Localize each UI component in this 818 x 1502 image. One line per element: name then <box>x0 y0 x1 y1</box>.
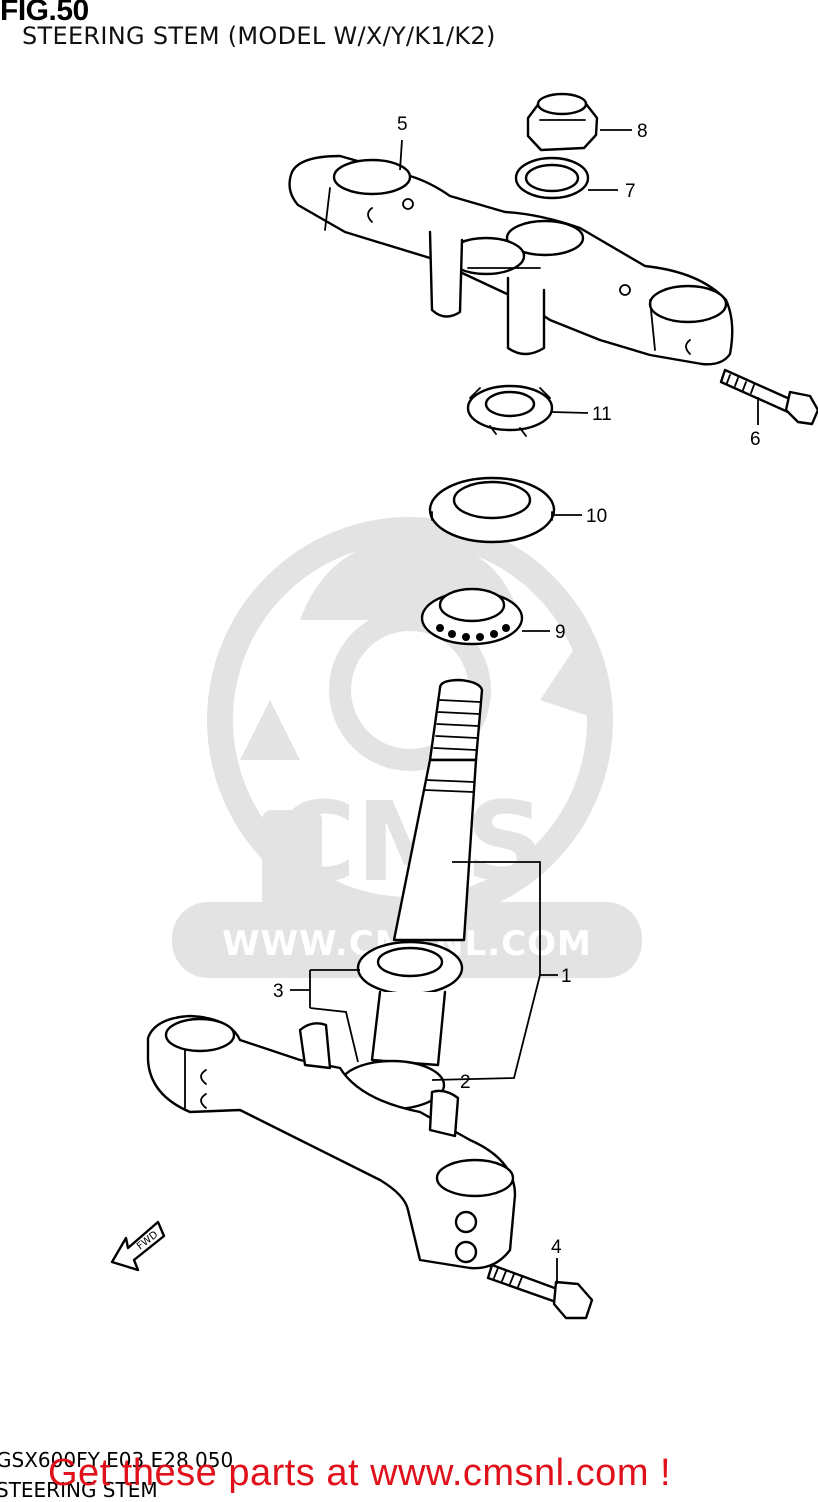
dust-seal-part-10 <box>428 476 556 544</box>
callout-10: 10 <box>586 506 607 527</box>
callout-6: 6 <box>750 429 761 450</box>
callout-5: 5 <box>397 114 408 135</box>
callout-4: 4 <box>551 1237 562 1258</box>
lower-bracket <box>146 1014 517 1270</box>
callout-7: 7 <box>625 181 636 202</box>
callout-8: 8 <box>637 121 648 142</box>
callout-11: 11 <box>592 404 612 425</box>
washer-part-7 <box>514 156 590 200</box>
steering-stem-shaft <box>338 678 484 1111</box>
footer-code: GSX600FY E03 E28 050 <box>0 1448 234 1472</box>
callout-1: 1 <box>561 966 572 987</box>
adjuster-nut-part-11 <box>466 384 554 437</box>
footer-name: STEERING STEM <box>0 1478 158 1502</box>
upper-bracket-part-5 <box>288 154 734 366</box>
promo-link[interactable]: Get these parts at www.cmsnl.com ! <box>48 1452 672 1494</box>
callout-2: 2 <box>460 1072 471 1093</box>
fwd-arrow-icon: FWD <box>110 1220 166 1272</box>
callout-9: 9 <box>555 622 566 643</box>
cap-nut-part-8 <box>526 92 599 152</box>
bearing-part-9 <box>420 587 524 646</box>
bolt-part-4 <box>486 1263 594 1320</box>
figure-number: FIG.50 <box>0 0 89 27</box>
bolt-part-6 <box>719 368 818 426</box>
leader-lines <box>290 129 759 1284</box>
figure-title: STEERING STEM (MODEL W/X/Y/K1/K2) <box>22 22 496 50</box>
callout-3: 3 <box>273 981 284 1002</box>
